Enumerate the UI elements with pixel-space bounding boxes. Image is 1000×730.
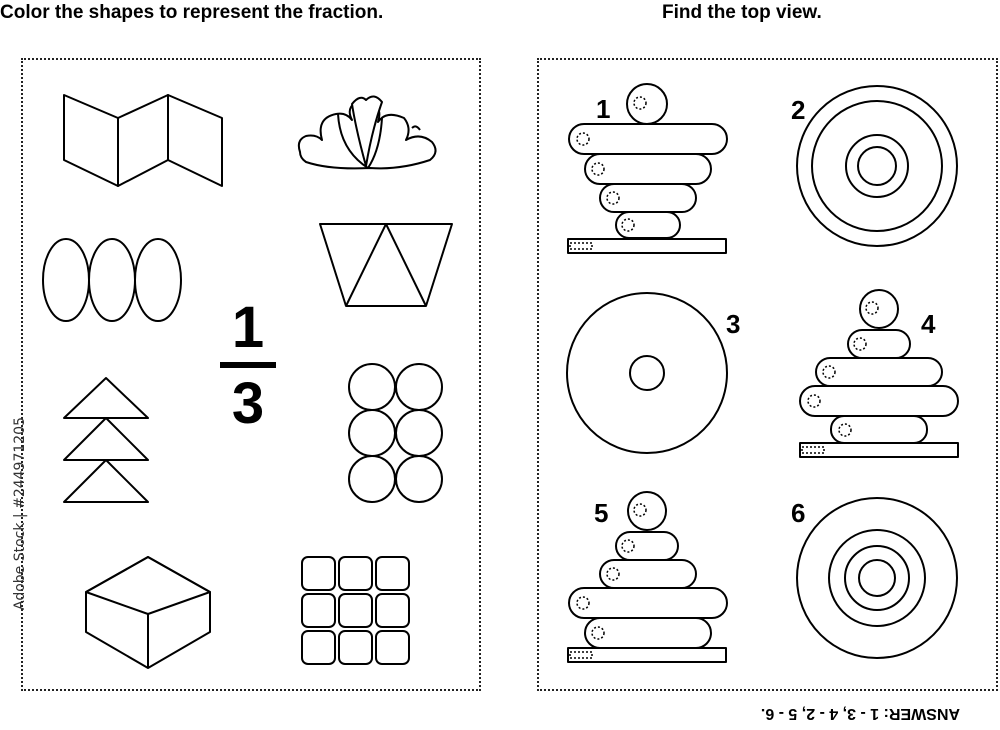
option-label-4: 4 [921, 309, 936, 339]
option-label-3: 3 [726, 309, 741, 339]
option-label-6: 6 [791, 498, 806, 528]
stacked-triangles-shape[interactable] [63, 377, 149, 503]
fraction-denominator: 3 [231, 371, 265, 436]
top-view-panel [537, 58, 998, 691]
rounded-squares-grid-shape[interactable] [301, 556, 410, 665]
top-view-6-circles [796, 497, 958, 659]
top-view-2-circles [796, 85, 958, 247]
option-label-1: 1 [596, 94, 611, 124]
fraction-one-third: 1 3 [213, 296, 283, 436]
triangle-trapezoid-shape[interactable] [319, 223, 453, 307]
top-view-3-circles [566, 292, 728, 454]
fraction-panel [21, 58, 481, 691]
stacking-toy-1-side-view [567, 83, 728, 254]
stock-id-text: Adobe Stock | #244971205 [12, 417, 28, 610]
fraction-bar [220, 362, 276, 368]
stacking-toy-4-side-view [799, 289, 959, 458]
zigzag-strip-shape[interactable] [63, 94, 223, 187]
left-instruction-heading: Color the shapes to represent the fracti… [0, 2, 384, 23]
right-instruction-heading: Find the top view. [662, 2, 822, 23]
fraction-numerator: 1 [231, 295, 265, 360]
lotus-petals-shape[interactable] [297, 95, 437, 170]
option-label-5: 5 [594, 498, 609, 528]
option-label-2: 2 [791, 95, 806, 125]
upside-down-answer: ANSWER: 1 - 3, 4 - 2, 5 - 6. [760, 705, 960, 722]
cube-hexagon-shape[interactable] [85, 556, 211, 669]
stacking-toy-5-side-view [567, 491, 728, 663]
three-ovals-shape[interactable] [42, 238, 182, 322]
six-circles-shape[interactable] [348, 363, 443, 503]
